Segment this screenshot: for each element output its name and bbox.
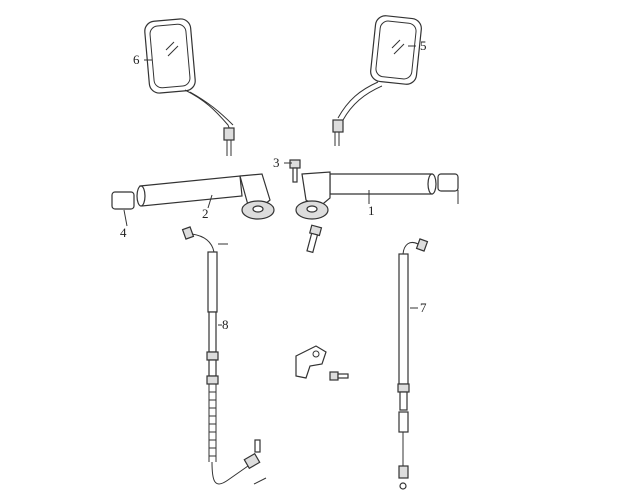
right-mirror (332, 15, 422, 146)
left-mirror (144, 18, 235, 156)
bracket (295, 345, 349, 381)
cable-left (181, 226, 267, 485)
right-handlebar (295, 171, 459, 254)
bolt (289, 159, 301, 183)
callout-5: 5 (420, 38, 427, 53)
leader-lines (123, 45, 459, 326)
callout-1: 1 (368, 203, 375, 218)
callout-8: 8 (222, 317, 229, 332)
callout-2: 2 (202, 206, 209, 221)
callout-6: 6 (133, 52, 140, 67)
callout-3: 3 (273, 155, 280, 170)
callout-4: 4 (120, 225, 127, 240)
left-handlebar (111, 173, 275, 220)
callout-7: 7 (420, 300, 427, 315)
cable-right (397, 238, 429, 490)
